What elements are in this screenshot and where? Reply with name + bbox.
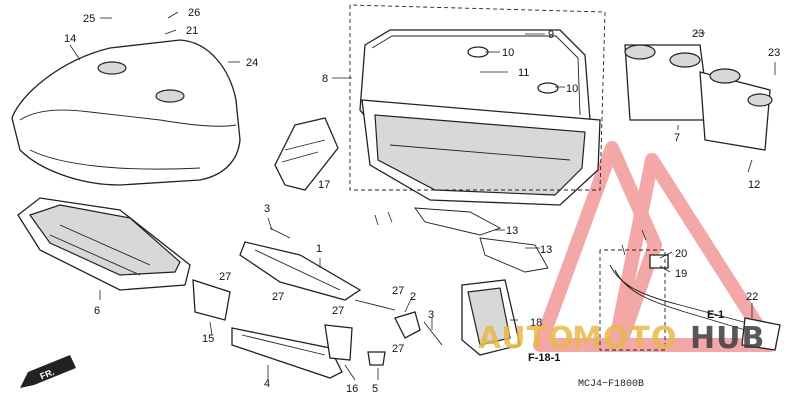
part-label-8: 8 xyxy=(322,73,328,85)
intake-duct xyxy=(274,117,339,191)
arrow-indicator xyxy=(374,211,393,226)
hose-frame xyxy=(599,249,666,351)
part-label-13b: 13 xyxy=(540,244,552,256)
part-label-3a: 3 xyxy=(264,203,270,215)
watermark-text-moto: MOTO xyxy=(572,321,677,356)
part-label-5: 5 xyxy=(372,383,378,395)
guide-plate xyxy=(239,241,362,301)
front-direction-arrow: FR. xyxy=(20,355,76,388)
air-cleaner-lower-plate xyxy=(17,197,191,291)
drain-hose xyxy=(609,254,781,351)
part-label-21: 21 xyxy=(186,25,198,37)
funnel-set xyxy=(624,44,773,151)
part-label-27c: 27 xyxy=(392,285,404,297)
part-label-27b: 27 xyxy=(272,291,284,303)
part-label-20: 20 xyxy=(675,248,687,260)
part-label-11: 11 xyxy=(518,67,529,79)
part-label-3b: 3 xyxy=(428,309,434,321)
part-label-27a: 27 xyxy=(219,271,231,283)
watermark-triangle-left xyxy=(533,141,662,352)
part-label-27e: 27 xyxy=(392,343,404,355)
small-hardware xyxy=(269,227,443,366)
part-label-9: 9 xyxy=(548,29,554,41)
part-label-18: 18 xyxy=(530,317,542,329)
part-label-12: 12 xyxy=(748,179,760,191)
part-label-6: 6 xyxy=(94,305,100,317)
watermark-triangle-right xyxy=(608,153,777,352)
part-label-16: 16 xyxy=(346,383,358,395)
part-label-22: 22 xyxy=(746,291,758,303)
part-label-10a: 10 xyxy=(502,47,514,59)
air-cleaner-cover xyxy=(11,39,241,186)
watermark-text-auto: AUTO xyxy=(478,321,575,356)
part-label-10b: 10 xyxy=(566,83,578,95)
gaskets xyxy=(414,207,549,273)
watermark-logo xyxy=(533,141,777,352)
part-labels: 25 26 21 14 24 8 9 10 11 10 23 23 7 12 1… xyxy=(64,7,780,395)
leader-lines xyxy=(69,11,776,381)
part-label-27d: 27 xyxy=(332,305,344,317)
part-label-7: 7 xyxy=(674,132,680,144)
part-label-1: 1 xyxy=(316,243,322,255)
part-label-14: 14 xyxy=(64,33,76,45)
part-label-23b: 23 xyxy=(768,47,780,59)
part-label-19: 19 xyxy=(675,268,687,280)
ref-label-f18: F-18-1 xyxy=(528,352,560,364)
air-cleaner-case xyxy=(359,29,601,206)
assembly-frame xyxy=(349,4,606,191)
resonator-chamber xyxy=(461,279,521,356)
part-label-13a: 13 xyxy=(506,225,518,237)
watermark-text-hub: HUB xyxy=(690,321,765,356)
part-label-17: 17 xyxy=(318,179,330,191)
part-label-25: 25 xyxy=(83,13,95,25)
part-label-2: 2 xyxy=(410,291,416,303)
lower-brackets xyxy=(192,279,353,379)
part-label-4: 4 xyxy=(264,378,270,390)
watermark-wordmark: AUTO MOTO HUB xyxy=(478,321,765,356)
arrow-indicator xyxy=(621,229,647,256)
part-label-26: 26 xyxy=(188,7,200,19)
part-label-24: 24 xyxy=(246,57,258,69)
part-label-15: 15 xyxy=(202,333,214,345)
part-label-23a: 23 xyxy=(692,28,704,40)
diagram-code: MCJ4−F1800B xyxy=(578,379,644,390)
ref-label-e1: E-1 xyxy=(707,309,724,321)
